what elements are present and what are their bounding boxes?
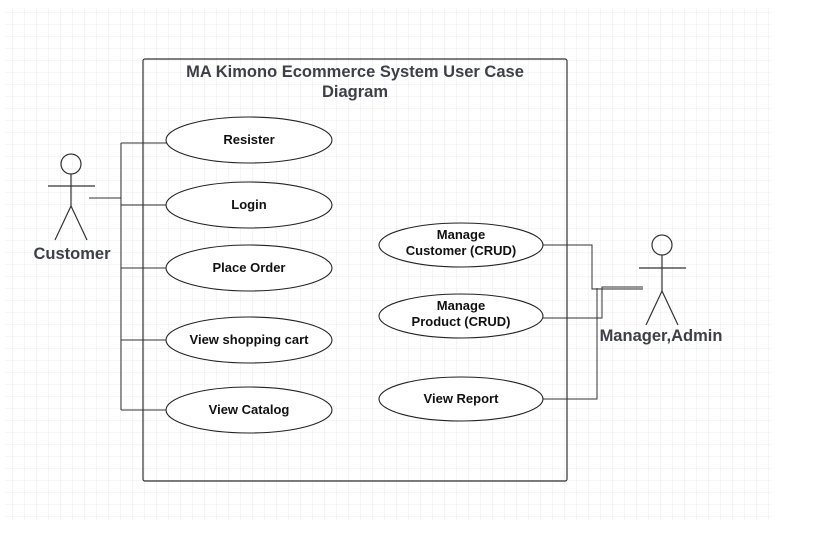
diagram-title-line2: Diagram [322,83,388,101]
customer-actor-label: Customer [33,245,111,263]
use-case-manage-product: Manage Product (CRUD) [378,293,544,339]
manager-admin-actor-label: Manager,Admin [600,327,723,345]
use-case-login: Login [165,181,333,229]
use-case-manage-customer-label-line2: Customer (CRUD) [406,243,517,258]
use-case-register: Resister [165,116,333,164]
use-case-place-order: Place Order [165,244,333,292]
use-case-manage-product-label-line1: Manage [437,298,485,313]
use-case-manage-customer-label-line1: Manage [437,227,485,242]
use-case-view-catalog-label: View Catalog [209,402,290,417]
use-case-view-shopping-cart-label: View shopping cart [190,332,310,347]
customer-connectors [89,142,167,411]
diagram-title-line1: MA Kimono Ecommerce System User Case [186,63,524,81]
customer-actor [48,153,95,241]
use-case-manage-product-label-line2: Product (CRUD) [412,314,511,329]
use-case-place-order-label: Place Order [213,260,286,275]
use-case-view-catalog: View Catalog [165,386,333,434]
use-case-view-report: View Report [378,376,544,422]
use-case-register-label: Resister [223,132,274,147]
manager-actor-left-leg [645,290,663,326]
manager-admin-actor [639,234,686,326]
customer-actor-right-leg [70,205,88,241]
use-case-view-shopping-cart: View shopping cart [165,316,333,364]
system-boundary [142,58,568,482]
grid-background [5,8,771,520]
use-case-view-report-label: View Report [424,391,500,406]
use-case-manage-customer: Manage Customer (CRUD) [378,222,544,268]
use-case-login-label: Login [231,197,266,212]
manager-connectors [543,244,643,400]
manager-actor-right-leg [661,290,679,326]
customer-actor-left-leg [54,205,72,241]
